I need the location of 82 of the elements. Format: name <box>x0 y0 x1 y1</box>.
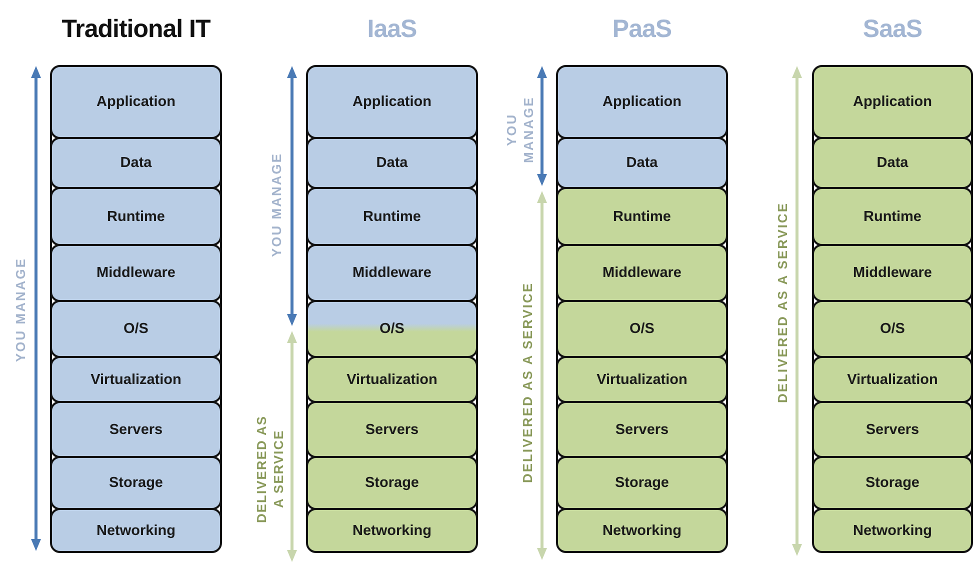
side-label: YOU MANAGE <box>503 96 537 166</box>
side-label: DELIVERED AS A SERVICE <box>253 414 287 525</box>
layer-bar <box>556 187 728 246</box>
layer-bar <box>50 356 222 403</box>
layer-label: Runtime <box>613 208 671 224</box>
layer-label: Virtualization <box>90 372 182 388</box>
layer-label: Networking <box>352 522 432 538</box>
layer-label: Storage <box>109 475 163 491</box>
layer-bar <box>50 508 222 553</box>
side-label: YOU MANAGE <box>268 152 285 260</box>
layer-label: Servers <box>866 422 920 438</box>
layer-label: Networking <box>853 522 932 538</box>
layer-label: Servers <box>615 422 669 438</box>
layer-label: Runtime <box>107 208 165 224</box>
column-heading: IaaS <box>366 15 418 44</box>
layer-bar <box>812 456 973 510</box>
layer-bar <box>812 65 973 139</box>
layer-bar <box>306 300 478 358</box>
layer-label: Application <box>853 94 932 110</box>
layer-label: Storage <box>615 475 669 491</box>
layer-bar <box>306 244 478 302</box>
layer-label: Virtualization <box>596 372 688 388</box>
layer-bar <box>50 244 222 302</box>
layer-bar <box>306 456 478 510</box>
layer-bar <box>812 300 973 358</box>
layer-label: O/S <box>630 321 654 337</box>
side-label: YOU MANAGE <box>12 256 29 364</box>
layer-bar <box>50 456 222 510</box>
layer-bar <box>556 244 728 302</box>
layer-bar <box>812 356 973 403</box>
layer-bar <box>812 508 973 553</box>
layer-label: Application <box>602 94 682 110</box>
column-heading: PaaS <box>611 15 673 44</box>
layer-label: Servers <box>109 422 163 438</box>
layer-label: O/S <box>880 321 905 337</box>
layer-label: Runtime <box>363 208 421 224</box>
layer-bar <box>556 456 728 510</box>
layer-label: Storage <box>866 475 920 491</box>
layer-bar <box>306 401 478 458</box>
layer-bar <box>50 401 222 458</box>
layer-bar <box>812 137 973 189</box>
layer-label: Virtualization <box>346 372 438 388</box>
layer-label: Middleware <box>96 265 176 281</box>
layer-label: Networking <box>602 522 682 538</box>
layer-bar <box>306 356 478 403</box>
layer-bar <box>50 187 222 246</box>
layer-label: O/S <box>380 321 404 337</box>
side-label: DELIVERED AS A SERVICE <box>519 280 536 486</box>
side-label: DELIVERED AS A SERVICE <box>774 200 791 406</box>
layer-label: Middleware <box>352 265 432 281</box>
layer-bar <box>812 244 973 302</box>
layer-bar <box>50 137 222 189</box>
layer-bar <box>306 137 478 189</box>
layer-label: Middleware <box>853 265 932 281</box>
layer-label: Data <box>626 155 658 171</box>
layer-label: Data <box>376 155 408 171</box>
layer-label: Networking <box>96 522 176 538</box>
column-heading: Traditional IT <box>60 15 212 44</box>
layer-bar <box>556 137 728 189</box>
layer-bar <box>556 356 728 403</box>
layer-label: Application <box>96 94 176 110</box>
layer-bar <box>556 401 728 458</box>
layer-label: Storage <box>365 475 419 491</box>
layer-bar <box>556 300 728 358</box>
layer-bar <box>556 65 728 139</box>
layer-label: Middleware <box>602 265 682 281</box>
layer-label: Data <box>876 155 908 171</box>
layer-bar <box>50 65 222 139</box>
column-heading: SaaS <box>862 15 924 44</box>
layer-bar <box>50 300 222 358</box>
layer-label: Virtualization <box>847 372 938 388</box>
layer-bar <box>306 65 478 139</box>
layer-bar <box>306 187 478 246</box>
layer-label: Servers <box>365 422 419 438</box>
layer-bar <box>556 508 728 553</box>
layer-label: Data <box>120 155 152 171</box>
layer-bar <box>306 508 478 553</box>
layer-label: O/S <box>124 321 148 337</box>
layer-label: Runtime <box>864 208 922 224</box>
layer-bar <box>812 401 973 458</box>
layer-bar <box>812 187 973 246</box>
layer-label: Application <box>352 94 432 110</box>
